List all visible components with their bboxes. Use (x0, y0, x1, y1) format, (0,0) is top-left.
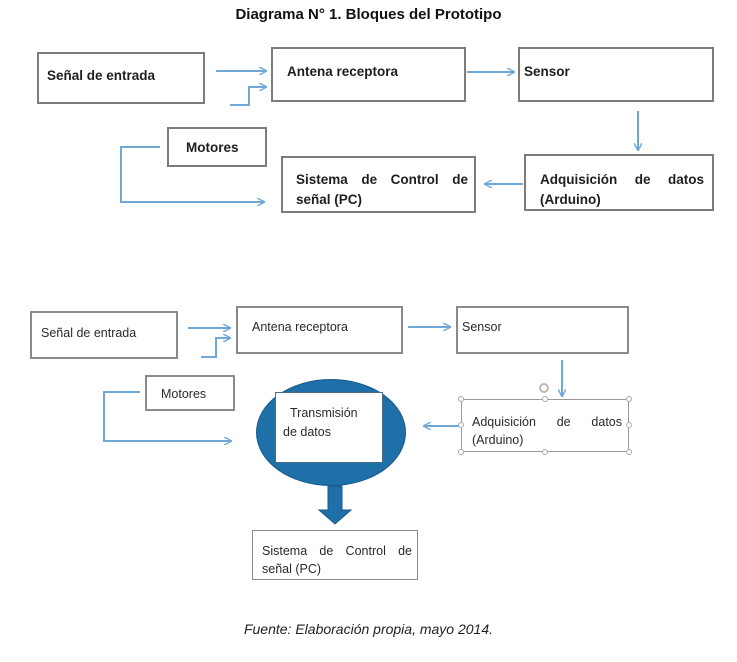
box-senal-entrada: Señal de entrada (37, 52, 205, 104)
box-adquisicion-datos: Adquisición de datos (Arduino) (461, 399, 629, 452)
box-antena-receptora: Antena receptora (236, 306, 403, 354)
box-sistema-control: Sistema de Control de señal (PC) (252, 530, 418, 580)
box-label: Motores (161, 387, 207, 401)
block-arrow-down (317, 485, 353, 525)
box-label-line2: (Arduino) (540, 192, 601, 207)
box-label-line2: señal (PC) (296, 192, 363, 207)
box-label: Sensor (462, 320, 502, 334)
resize-handle[interactable] (626, 422, 632, 428)
box-label: Sensor (524, 64, 570, 79)
box-motores: Motores (145, 375, 235, 411)
box-label-line2: (Arduino) (472, 433, 524, 447)
box-label-line1: Sistema de Control de (296, 172, 468, 187)
box-label: Motores (186, 140, 239, 155)
resize-handle[interactable] (626, 396, 632, 402)
figure-caption: Fuente: Elaboración propia, mayo 2014. (243, 621, 494, 637)
resize-handle[interactable] (458, 396, 464, 402)
box-transmision-datos: Transmisión de datos (275, 392, 383, 463)
box-senal-entrada: Señal de entrada (30, 311, 178, 359)
resize-handle[interactable] (542, 449, 548, 455)
rotate-handle[interactable] (539, 383, 549, 393)
box-sensor: Sensor (456, 306, 629, 354)
box-label: Antena receptora (252, 320, 348, 334)
arrow-extra-to-antena (201, 338, 230, 358)
box-label: Antena receptora (287, 64, 399, 79)
arrow-extra-to-antena (230, 87, 266, 106)
box-label-line2: señal (PC) (262, 562, 322, 576)
box-label-line1: Sistema de Control de (262, 544, 412, 558)
box-label: Señal de entrada (47, 68, 156, 83)
box-adquisicion-datos: Adquisición de datos (Arduino) (524, 154, 714, 211)
resize-handle[interactable] (542, 396, 548, 402)
box-antena-receptora: Antena receptora (271, 47, 466, 102)
box-label-line1: Adquisición de datos (472, 415, 622, 429)
box-label: Señal de entrada (41, 326, 137, 340)
resize-handle[interactable] (626, 449, 632, 455)
diagram-title: Diagrama N° 1. Bloques del Prototipo (235, 6, 502, 23)
box-motores: Motores (167, 127, 267, 167)
box-sensor: Sensor (518, 47, 714, 102)
box-label-line2: de datos (283, 425, 331, 439)
resize-handle[interactable] (458, 449, 464, 455)
box-sistema-control: Sistema de Control de señal (PC) (281, 156, 476, 213)
box-label-line1: Transmisión (290, 406, 358, 420)
box-label-line1: Adquisición de datos (540, 172, 704, 187)
resize-handle[interactable] (458, 422, 464, 428)
